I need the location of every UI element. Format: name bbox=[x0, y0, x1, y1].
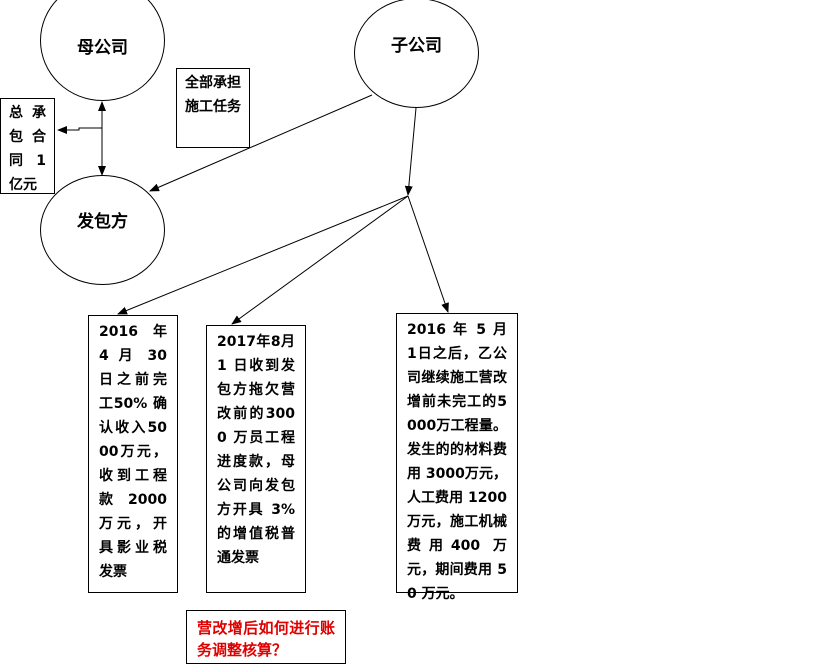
branch-arrow-2 bbox=[231, 195, 409, 325]
parent-company-label: 母公司 bbox=[77, 38, 128, 58]
branch-arrow-1 bbox=[117, 195, 409, 315]
contract-text: 总承包合同 1亿元 bbox=[9, 105, 46, 193]
client-node: 发包方 bbox=[40, 175, 165, 285]
client-label: 发包方 bbox=[77, 211, 128, 232]
branch-arrow-3 bbox=[407, 195, 449, 313]
question-text: 营改增后如何进行账务调整核算？ bbox=[197, 619, 335, 659]
contract-box: 总承包合同 1亿元 bbox=[0, 98, 55, 194]
contract-arrow bbox=[57, 126, 102, 134]
subsidiary-node: 子公司 bbox=[354, 0, 479, 108]
subsidiary-label: 子公司 bbox=[391, 35, 442, 56]
subsidiary-client-arrow bbox=[149, 94, 373, 192]
before-reform-box: 2016 年 4 月 30 日之前完工50% 确认收入5000万元，收到工程款2… bbox=[88, 315, 178, 593]
all-tasks-text: 全部承担施工任务 bbox=[185, 75, 241, 115]
after-reform-box: 2016 年 5 月 1日之后，乙公司继续施工营改增前未完工的5000万工程量。… bbox=[396, 313, 518, 602]
subsidiary-branch-arrow bbox=[404, 107, 417, 196]
arrears-text: 2017年8月1 日收到发包方拖欠营改前的3000 万员工程进度款，母公司向发包… bbox=[217, 334, 295, 566]
before-reform-text: 2016 年 4 月 30 日之前完工50% 确认收入5000万元，收到工程款2… bbox=[99, 324, 167, 580]
question-box: 营改增后如何进行账务调整核算？ bbox=[186, 610, 346, 664]
arrears-box: 2017年8月1 日收到发包方拖欠营改前的3000 万员工程进度款，母公司向发包… bbox=[206, 325, 306, 593]
all-tasks-box: 全部承担施工任务 bbox=[176, 68, 250, 148]
after-reform-text: 2016 年 5 月 1日之后，乙公司继续施工营改增前未完工的5000万工程量。… bbox=[407, 322, 507, 602]
